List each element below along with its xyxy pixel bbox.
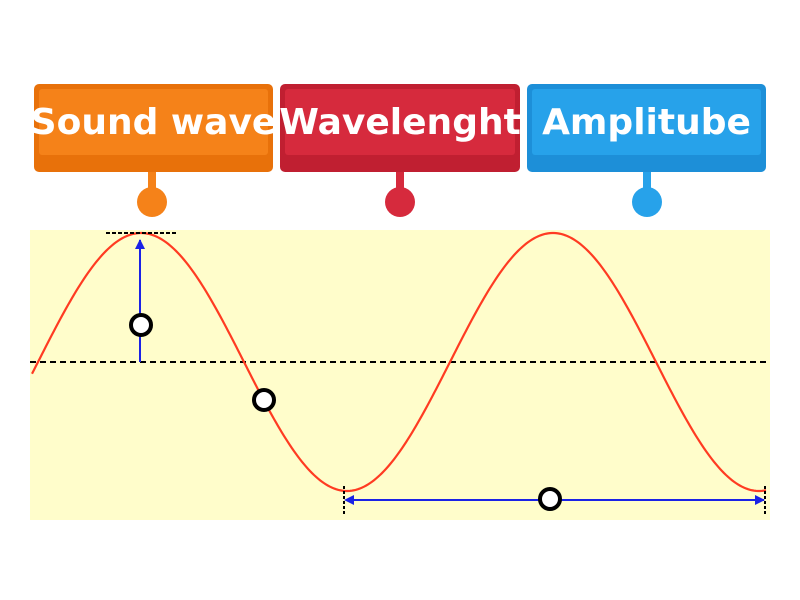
label-tile-sound-wave[interactable]: Sound wave xyxy=(31,84,276,172)
wavelength-arrow-tail xyxy=(344,495,354,505)
drop-zone-amplitude[interactable] xyxy=(129,313,153,337)
label-text: Amplitube xyxy=(532,89,761,155)
tile-pin[interactable] xyxy=(137,187,167,217)
label-text: Sound wave xyxy=(31,89,276,155)
sine-wave xyxy=(31,231,767,493)
diagram-background xyxy=(30,230,770,520)
label-text: Wavelenght xyxy=(279,89,521,155)
tile-connector xyxy=(396,172,404,192)
drop-zone-wavelength[interactable] xyxy=(538,487,562,511)
tile-connector xyxy=(148,172,156,192)
label-tile-wavelength[interactable]: Wavelenght xyxy=(279,84,521,172)
label-tile-amplitude[interactable]: Amplitube xyxy=(527,84,766,172)
tile-connector xyxy=(643,172,651,192)
tile-pin[interactable] xyxy=(385,187,415,217)
drop-zone-sound-wave[interactable] xyxy=(252,388,276,412)
tile-pin[interactable] xyxy=(632,187,662,217)
